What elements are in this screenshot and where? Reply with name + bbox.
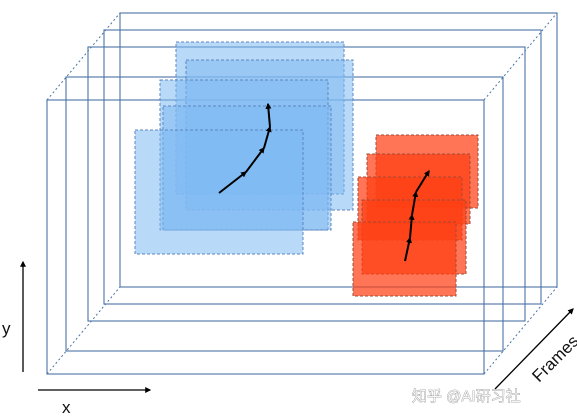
frame-4 bbox=[103, 29, 542, 305]
frames-axis-arrow bbox=[494, 308, 574, 390]
red-motion-arrow bbox=[408, 213, 415, 239]
blue-motion-arrow bbox=[218, 171, 247, 194]
red-motion-arrow bbox=[404, 236, 412, 262]
depth-edge-top-right bbox=[483, 12, 558, 101]
blue-motion-arrow bbox=[245, 147, 265, 173]
blue-motion-arrow bbox=[265, 102, 272, 128]
blue-motion-arrow bbox=[263, 125, 272, 149]
red-motion-trajectory bbox=[404, 169, 430, 262]
red-motion-arrow bbox=[415, 169, 430, 193]
red-motion-arrow bbox=[411, 190, 419, 216]
y-axis-label: y bbox=[2, 319, 11, 338]
blue-region-stack bbox=[134, 41, 354, 255]
red-region-stack bbox=[352, 134, 479, 297]
depth-edge-bottom-left bbox=[46, 286, 121, 375]
frames-axis-label: Frames bbox=[528, 332, 577, 386]
depth-edge-top-left bbox=[46, 12, 121, 101]
frame-5 bbox=[119, 12, 558, 288]
x-axis-label: x bbox=[62, 398, 71, 417]
blue-motion-trajectory bbox=[218, 102, 272, 194]
depth-edge-bottom-right bbox=[483, 286, 558, 375]
watermark: 知乎 @AI研习社 bbox=[412, 388, 521, 405]
